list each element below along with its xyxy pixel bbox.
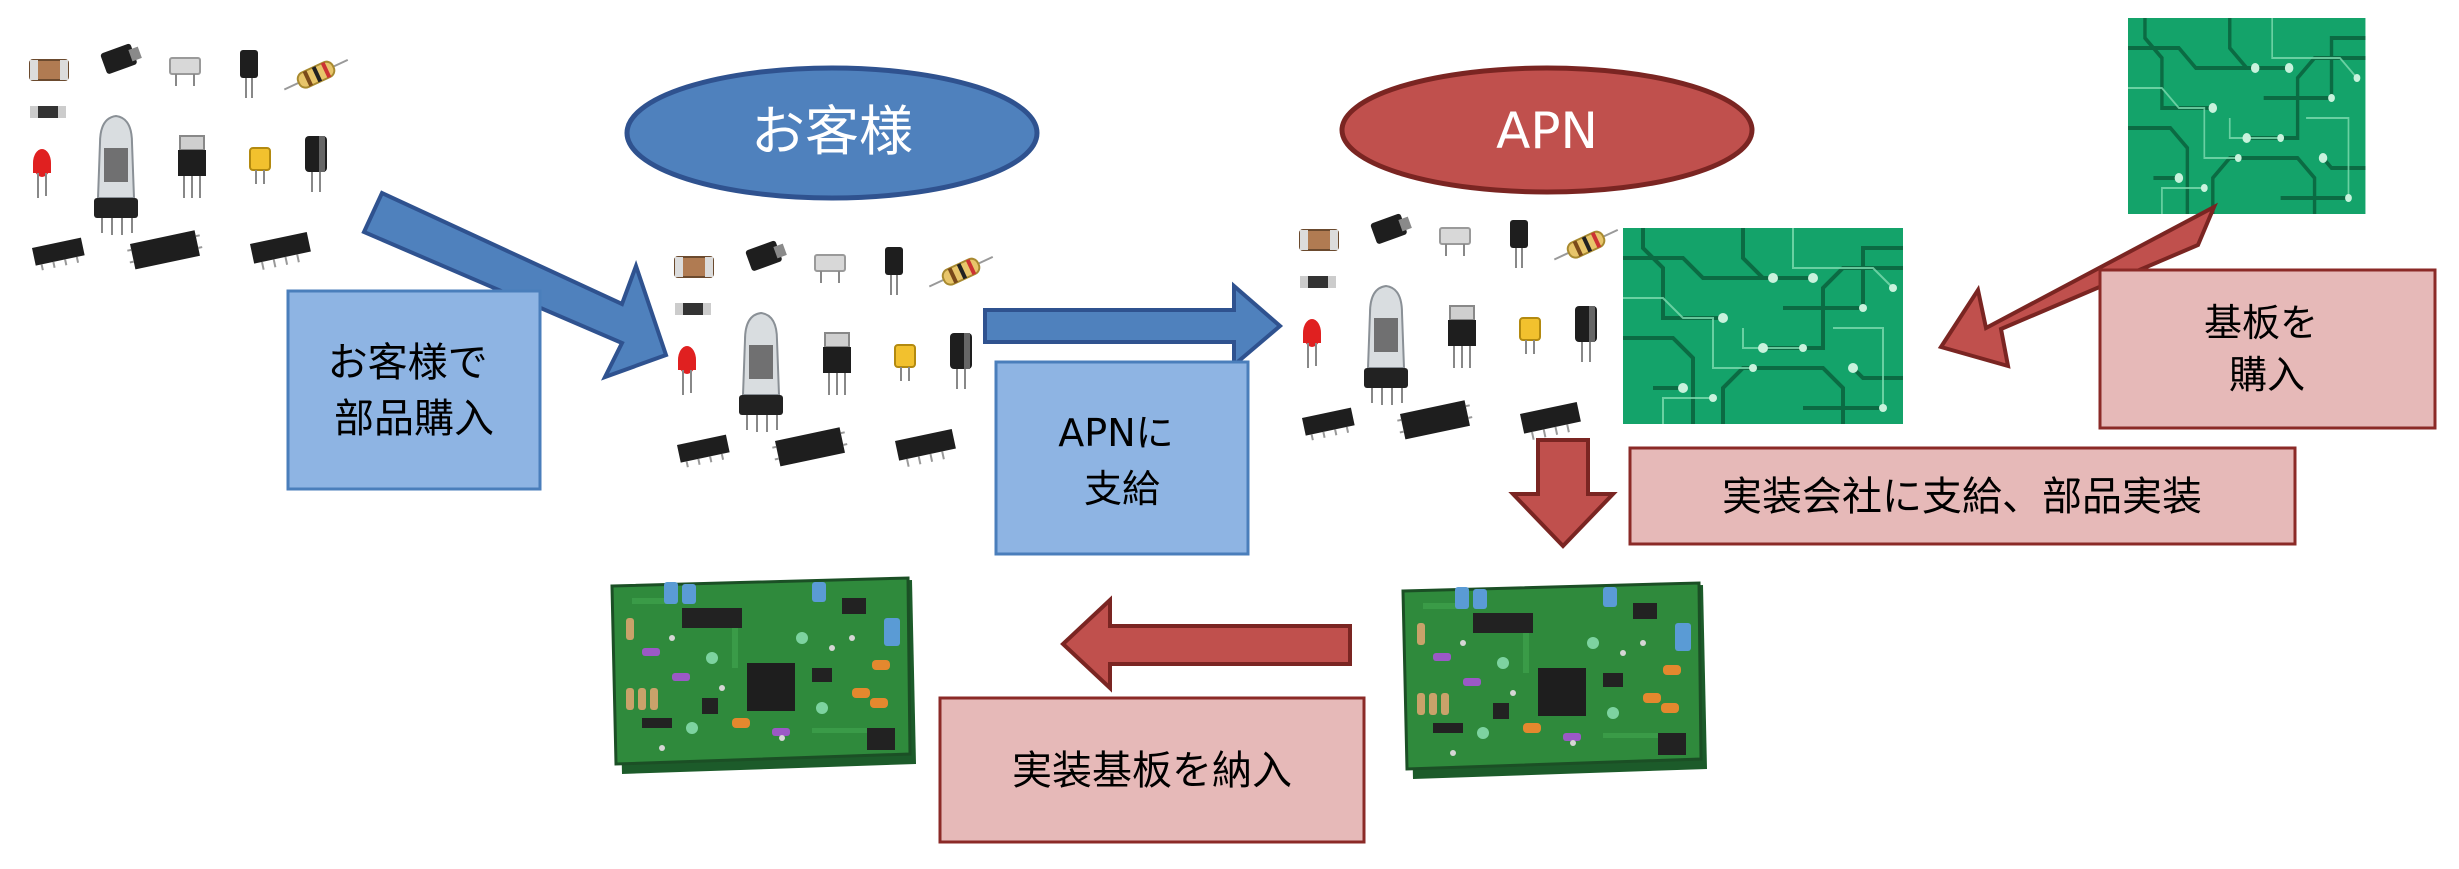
electronic-parts-icon (674, 237, 998, 470)
apn-node (1339, 65, 1755, 195)
note-mounting (1628, 446, 2297, 546)
note-customer-buy-line2: 部品購入 (334, 396, 494, 442)
note-mounting-label: 実装会社に支給、部品実装 (1722, 474, 2202, 520)
note-supply-to-apn-line1: APNに (1058, 411, 1173, 455)
apn-node-label: APN (1496, 102, 1598, 160)
note-deliver (938, 696, 1366, 844)
circuit-board-icon (2126, 16, 2368, 216)
arrow-board-to-apn (1937, 202, 2219, 369)
arrow-deliver (1060, 595, 1352, 693)
customer-node (624, 65, 1040, 201)
customer-node-label: お客様 (751, 100, 913, 163)
arrow-customer-to-apn (983, 281, 1284, 370)
svg-text:お客様で 部品購入: お客様で 部品購入 (328, 340, 501, 442)
svg-text:APNに 支給: APNに 支給 (1058, 411, 1185, 511)
circuit-board-icon (1621, 226, 1905, 426)
note-customer-buy (286, 289, 542, 491)
electronic-parts-icon (29, 40, 353, 273)
assembled-pcb-icon (610, 576, 918, 776)
electronic-parts-icon (1299, 210, 1623, 443)
arrow-parts-to-customer (361, 190, 669, 381)
note-deliver-label: 実装基板を納入 (1012, 748, 1292, 794)
note-buy-board-line1: 基板を (2204, 301, 2318, 345)
note-buy-board-line2: 購入 (2229, 353, 2305, 397)
note-customer-buy-line1: お客様で (328, 340, 488, 386)
note-supply-to-apn-line2: 支給 (1084, 467, 1160, 511)
svg-text:基板を 購入: 基板を 購入 (2204, 301, 2330, 397)
note-buy-board (2098, 268, 2437, 430)
note-supply-to-apn (994, 360, 1250, 556)
arrow-down-mounting (1508, 438, 1618, 549)
assembled-pcb-icon (1401, 581, 1709, 781)
